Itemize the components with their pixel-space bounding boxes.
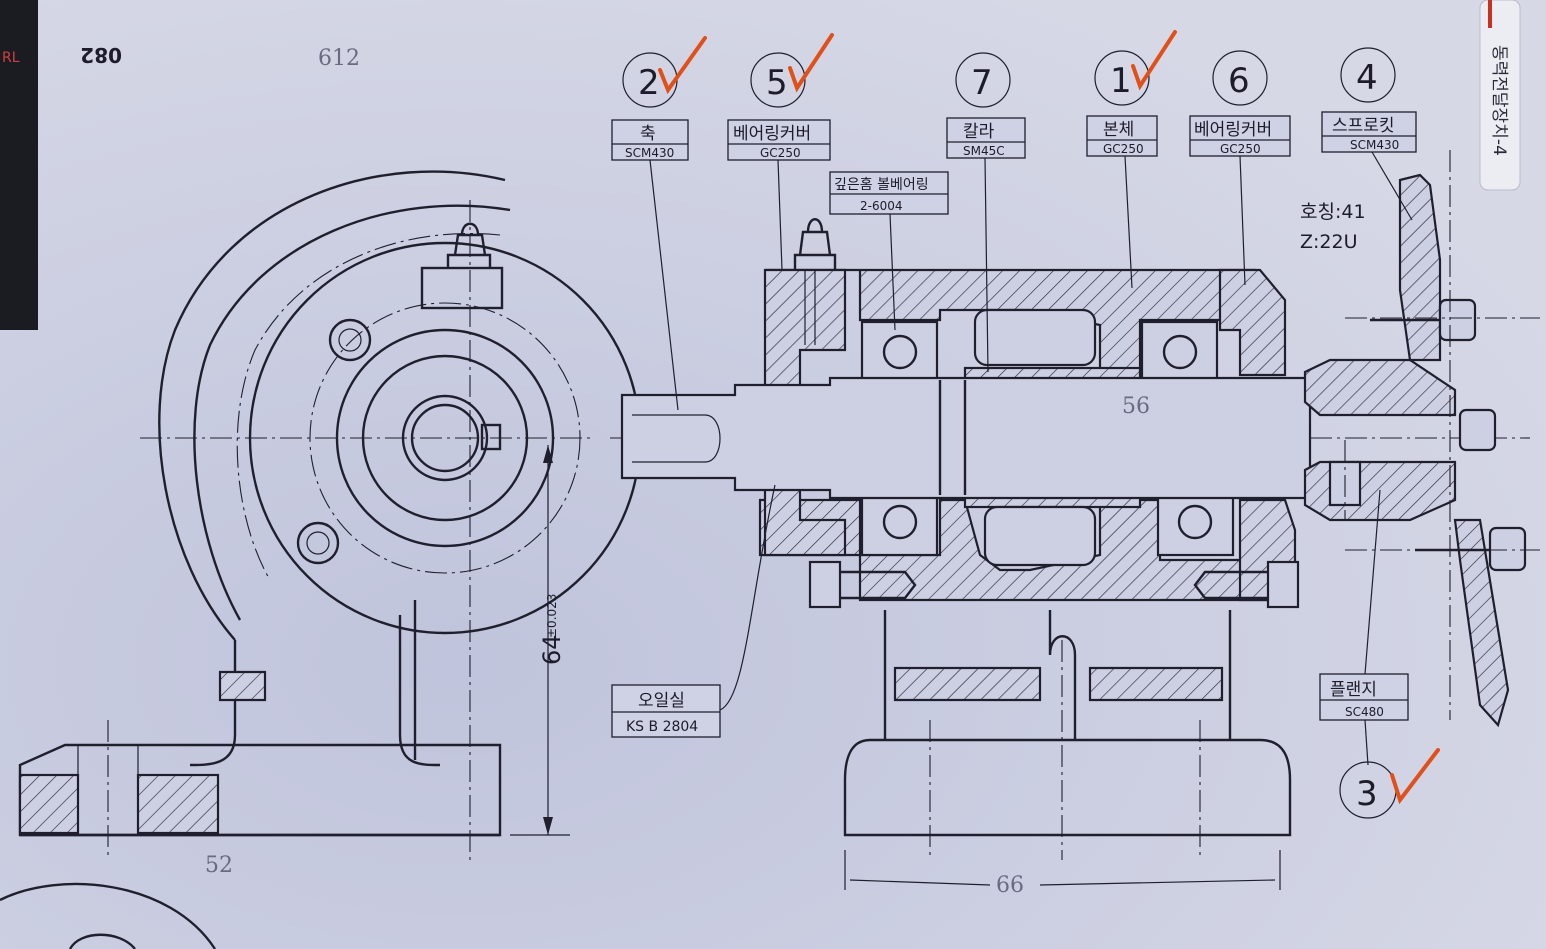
- part-name-4: 스프로킷: [1332, 116, 1395, 136]
- part-number-4: 4: [1356, 58, 1378, 98]
- part-label-2: 2 축 SCM430: [611, 36, 707, 411]
- page-number: 082: [80, 43, 122, 67]
- part-label-7: 7 칼라 SM45C: [946, 52, 1026, 373]
- check-mark: [1390, 748, 1440, 805]
- dimension-main-value: 64: [538, 634, 566, 665]
- part-label-4: 4 스프로킷 SCM430: [1321, 47, 1417, 221]
- bearing-name: 깊은홈 볼베어링: [834, 177, 929, 193]
- part-name-2: 축: [640, 124, 656, 144]
- oil-seal-label: 오일실 KS B 2804: [611, 484, 776, 738]
- part-name-7: 칼라: [963, 122, 995, 142]
- section-view: [610, 150, 1540, 860]
- pencil-note-612: 612: [318, 46, 360, 71]
- check-mark: [788, 33, 834, 93]
- part-number-5: 5: [766, 63, 788, 103]
- bearing-label: 깊은홈 볼베어링 2-6004: [829, 171, 949, 331]
- check-mark: [658, 36, 707, 95]
- part-number-7: 7: [971, 63, 993, 103]
- part-label-3: 플랜지 SC480 3: [1319, 489, 1440, 819]
- bearing-spec: 2-6004: [860, 199, 903, 213]
- oil-seal-name: 오일실: [638, 691, 685, 711]
- side-tab-text: 동력전달장치-4: [1489, 45, 1509, 156]
- part-name-6: 베어링커버: [1194, 120, 1272, 140]
- dark-binding-edge: [0, 0, 38, 330]
- sprocket-teeth: Z:22U: [1300, 231, 1358, 253]
- part-material-6: GC250: [1220, 142, 1261, 156]
- part-number-6: 6: [1228, 61, 1250, 101]
- part-label-1: 1 본체 GC250: [1086, 30, 1177, 289]
- part-name-1: 본체: [1103, 120, 1134, 140]
- side-tab: 동력전달장치-4: [1479, 0, 1521, 191]
- part-number-2: 2: [638, 63, 660, 103]
- part-material-4: SCM430: [1350, 138, 1399, 152]
- sprocket-pitch: 호칭:41: [1300, 201, 1366, 223]
- dimension-66: 66: [844, 850, 1281, 898]
- part-number-1: 1: [1110, 61, 1132, 101]
- oil-seal-spec: KS B 2804: [626, 719, 698, 735]
- pencil-note-52: 52: [205, 853, 233, 878]
- part-material-2: SCM430: [625, 146, 674, 160]
- side-view: [0, 170, 642, 949]
- part-material-7: SM45C: [963, 144, 1005, 158]
- part-material-1: GC250: [1103, 142, 1144, 156]
- dimension-tolerance: ±0.023: [545, 594, 559, 638]
- check-mark: [1131, 30, 1177, 91]
- pencil-note-56: 56: [1122, 394, 1150, 419]
- part-number-3: 3: [1356, 774, 1378, 814]
- dimension-64: 64 ±0.023: [510, 445, 570, 836]
- edge-text: RL: [2, 50, 20, 66]
- part-label-5: 5 베어링커버 GC250: [727, 33, 834, 271]
- part-name-5: 베어링커버: [733, 124, 811, 144]
- pencil-note-66: 66: [996, 873, 1024, 898]
- part-label-6: 6 베어링커버 GC250: [1189, 50, 1291, 286]
- part-material-3: SC480: [1345, 705, 1384, 719]
- part-material-5: GC250: [760, 146, 801, 160]
- part-name-3: 플랜지: [1330, 680, 1377, 700]
